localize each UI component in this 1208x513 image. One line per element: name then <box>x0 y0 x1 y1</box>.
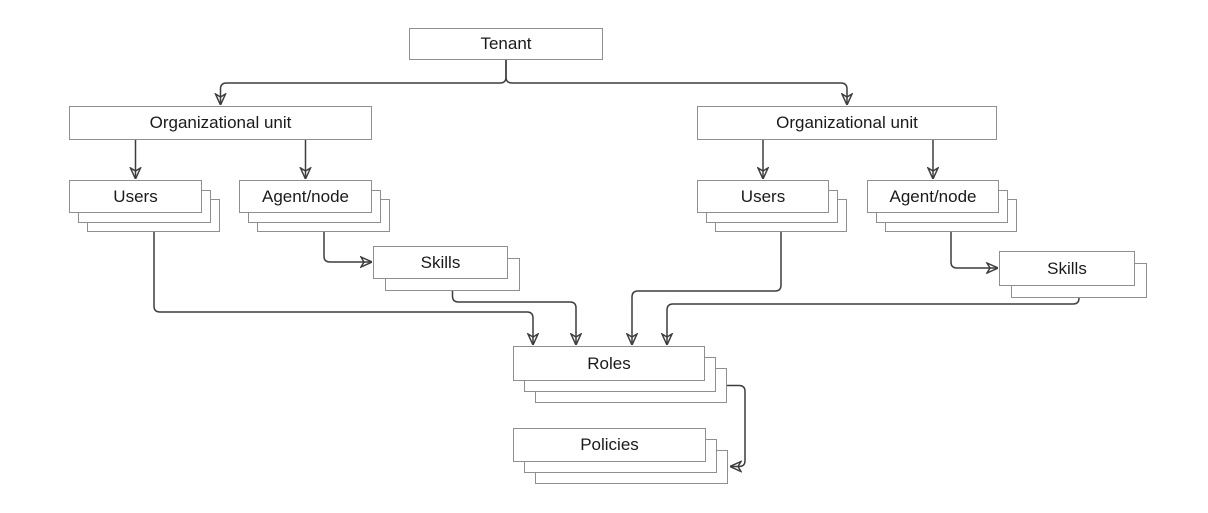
edge-users-right-roles <box>632 232 782 344</box>
node-box: Skills <box>999 251 1135 286</box>
node-label: Skills <box>1047 258 1087 278</box>
edge-tenant-org-unit-right <box>505 60 847 104</box>
node-roles: Roles <box>513 346 727 403</box>
edge-roles-policies <box>727 384 746 467</box>
node-label: Roles <box>587 353 631 373</box>
node-box: Policies <box>513 428 706 462</box>
node-box: Tenant <box>409 28 603 60</box>
node-box: Users <box>69 180 202 213</box>
edge-skills-left-roles <box>451 291 577 344</box>
edge-tenant-org-unit-left <box>221 60 507 104</box>
node-tenant: Tenant <box>409 28 603 60</box>
node-box: Agent/node <box>867 180 999 213</box>
node-agent-node-right: Agent/node <box>867 180 1017 232</box>
edge-agent-node-left-skills-left <box>323 232 371 262</box>
node-label: Users <box>740 186 786 206</box>
node-label: Agent/node <box>262 186 349 206</box>
node-label: Tenant <box>480 34 532 53</box>
node-label: Policies <box>580 435 639 454</box>
node-skills-left: Skills <box>373 246 520 291</box>
node-box: Roles <box>513 346 705 381</box>
node-skills-right: Skills <box>999 251 1147 298</box>
node-label: Organizational unit <box>776 113 918 132</box>
node-label: Organizational unit <box>149 113 292 132</box>
node-box: Organizational unit <box>69 106 372 140</box>
node-org-unit-left: Organizational unit <box>69 106 372 140</box>
node-label: Users <box>113 186 158 206</box>
node-box: Users <box>697 180 829 213</box>
edge-agent-node-right-skills-right <box>950 232 997 268</box>
node-policies: Policies <box>513 428 728 484</box>
node-box: Organizational unit <box>697 106 997 140</box>
node-users-right: Users <box>697 180 847 232</box>
node-label: Agent/node <box>889 186 977 206</box>
node-box: Agent/node <box>239 180 372 213</box>
node-org-unit-right: Organizational unit <box>697 106 997 140</box>
node-users-left: Users <box>69 180 220 232</box>
node-label: Skills <box>420 252 461 272</box>
edge-skills-right-roles <box>667 297 1080 344</box>
node-agent-node-left: Agent/node <box>239 180 390 232</box>
node-box: Skills <box>373 246 508 279</box>
